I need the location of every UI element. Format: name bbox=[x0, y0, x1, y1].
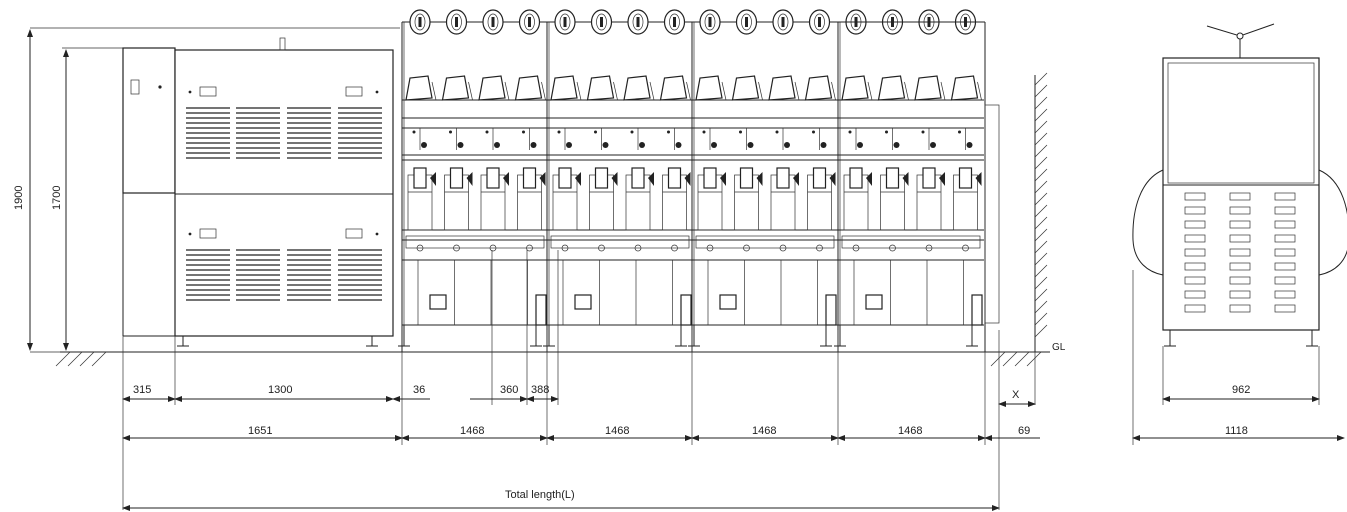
dim-69: 69 bbox=[1018, 425, 1030, 437]
height-dimensions: 1900 1700 bbox=[13, 27, 400, 353]
dim-1468-a: 1468 bbox=[460, 425, 484, 437]
dim-height-total: 1900 bbox=[13, 186, 25, 210]
control-cabinet bbox=[122, 37, 394, 347]
dim-388: 388 bbox=[531, 384, 549, 396]
dim-height-cabinet: 1700 bbox=[51, 186, 63, 210]
ground-label: GL bbox=[1052, 342, 1066, 353]
winding-sections bbox=[398, 9, 986, 352]
dim-1468-b: 1468 bbox=[605, 425, 629, 437]
ground-line: GL bbox=[55, 72, 1066, 367]
dim-962: 962 bbox=[1232, 384, 1250, 396]
dim-1300: 1300 bbox=[268, 384, 292, 396]
total-length-label: Total length(L) bbox=[505, 489, 575, 501]
length-dimensions: 315 1300 36 360 388 X 1651 1468 1468 146… bbox=[122, 250, 1345, 511]
dim-1468-d: 1468 bbox=[898, 425, 922, 437]
dim-1651: 1651 bbox=[248, 425, 272, 437]
dim-315: 315 bbox=[133, 384, 151, 396]
dim-360: 360 bbox=[500, 384, 518, 396]
dim-1118: 1118 bbox=[1225, 425, 1248, 437]
dim-36: 36 bbox=[413, 384, 425, 396]
dim-x: X bbox=[1012, 389, 1020, 401]
vent-grilles bbox=[186, 107, 382, 301]
side-view bbox=[1132, 23, 1347, 347]
dim-1468-c: 1468 bbox=[752, 425, 776, 437]
